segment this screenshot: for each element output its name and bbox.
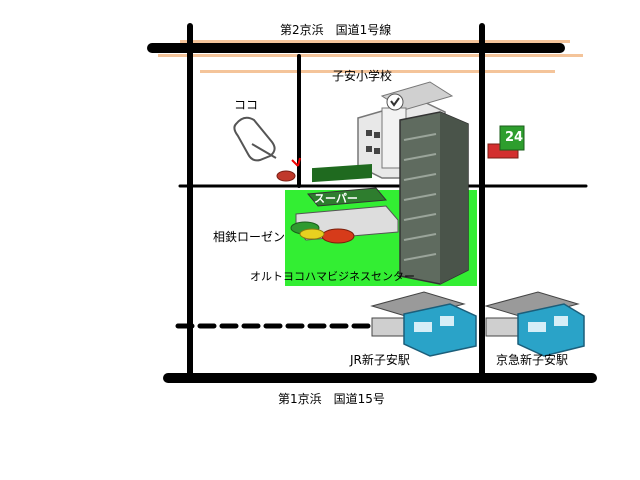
pointing-hand-icon — [233, 116, 277, 162]
supermarket-sign: スーパー — [314, 192, 358, 205]
road-top-shadow — [158, 40, 583, 73]
keikyu-station — [484, 291, 585, 357]
label-school: 子安小学校 — [332, 69, 393, 83]
label-jr-station: JR新子安駅 — [350, 353, 410, 367]
label-keikyu-station: 京急新子安駅 — [496, 353, 569, 367]
roads — [147, 23, 597, 383]
convenience-store-24 — [487, 125, 525, 159]
location-marker — [276, 170, 296, 182]
business-center-tower — [399, 111, 469, 285]
label-shop: 相鉄ローゼン — [213, 230, 286, 244]
label-24: 24 — [505, 130, 524, 145]
jr-station — [370, 291, 477, 357]
label-business-center: オルトヨコハマビジネスセンター — [250, 270, 415, 283]
supermarket — [290, 163, 399, 244]
label-here: ココ — [234, 98, 259, 112]
label-road-bottom: 第1京浜 国道15号 — [278, 392, 385, 406]
marker-sparkle-icon — [291, 157, 301, 167]
label-road-top: 第2京浜 国道1号線 — [280, 23, 392, 37]
